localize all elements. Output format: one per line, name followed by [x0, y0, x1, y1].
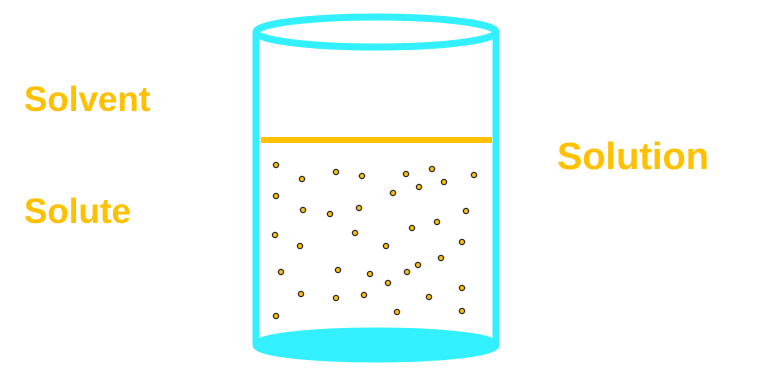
solute-particle-icon: [385, 280, 390, 285]
solute-particle-icon: [429, 166, 434, 171]
beaker-rim: [256, 17, 496, 47]
solute-particle-icon: [299, 176, 304, 181]
solute-particle-icon: [327, 211, 332, 216]
solute-particle-icon: [404, 269, 409, 274]
solute-particle-icon: [441, 179, 446, 184]
solute-particle-icon: [415, 262, 420, 267]
solute-particle-icon: [459, 308, 464, 313]
solute-particle-icon: [297, 243, 302, 248]
solute-particles: [272, 162, 476, 318]
solute-label: Solute: [24, 194, 131, 229]
solute-particle-icon: [434, 219, 439, 224]
solute-particle-icon: [273, 193, 278, 198]
solute-particle-icon: [409, 225, 414, 230]
solute-particle-icon: [463, 208, 468, 213]
solute-particle-icon: [298, 291, 303, 296]
solute-particle-icon: [394, 309, 399, 314]
solute-particle-icon: [273, 162, 278, 167]
solute-particle-icon: [352, 230, 357, 235]
solute-particle-icon: [471, 172, 476, 177]
solute-particle-icon: [403, 171, 408, 176]
solute-particle-icon: [438, 255, 443, 260]
solute-particle-icon: [278, 269, 283, 274]
solute-particle-icon: [335, 267, 340, 272]
solvent-label: Solvent: [24, 82, 150, 117]
solute-particle-icon: [272, 232, 277, 237]
solute-particle-icon: [361, 292, 366, 297]
solute-particle-icon: [359, 173, 364, 178]
solute-particle-icon: [333, 295, 338, 300]
solute-particle-icon: [459, 239, 464, 244]
beaker-bottom: [256, 331, 496, 359]
solute-particle-icon: [416, 184, 421, 189]
solute-particle-icon: [459, 285, 464, 290]
solute-particle-icon: [383, 243, 388, 248]
solute-particle-icon: [333, 169, 338, 174]
solute-particle-icon: [356, 205, 361, 210]
solute-particle-icon: [367, 271, 372, 276]
solution-label: Solution: [557, 138, 709, 176]
solute-particle-icon: [300, 207, 305, 212]
solute-particle-icon: [273, 313, 278, 318]
solute-particle-icon: [390, 190, 395, 195]
solute-particle-icon: [426, 294, 431, 299]
